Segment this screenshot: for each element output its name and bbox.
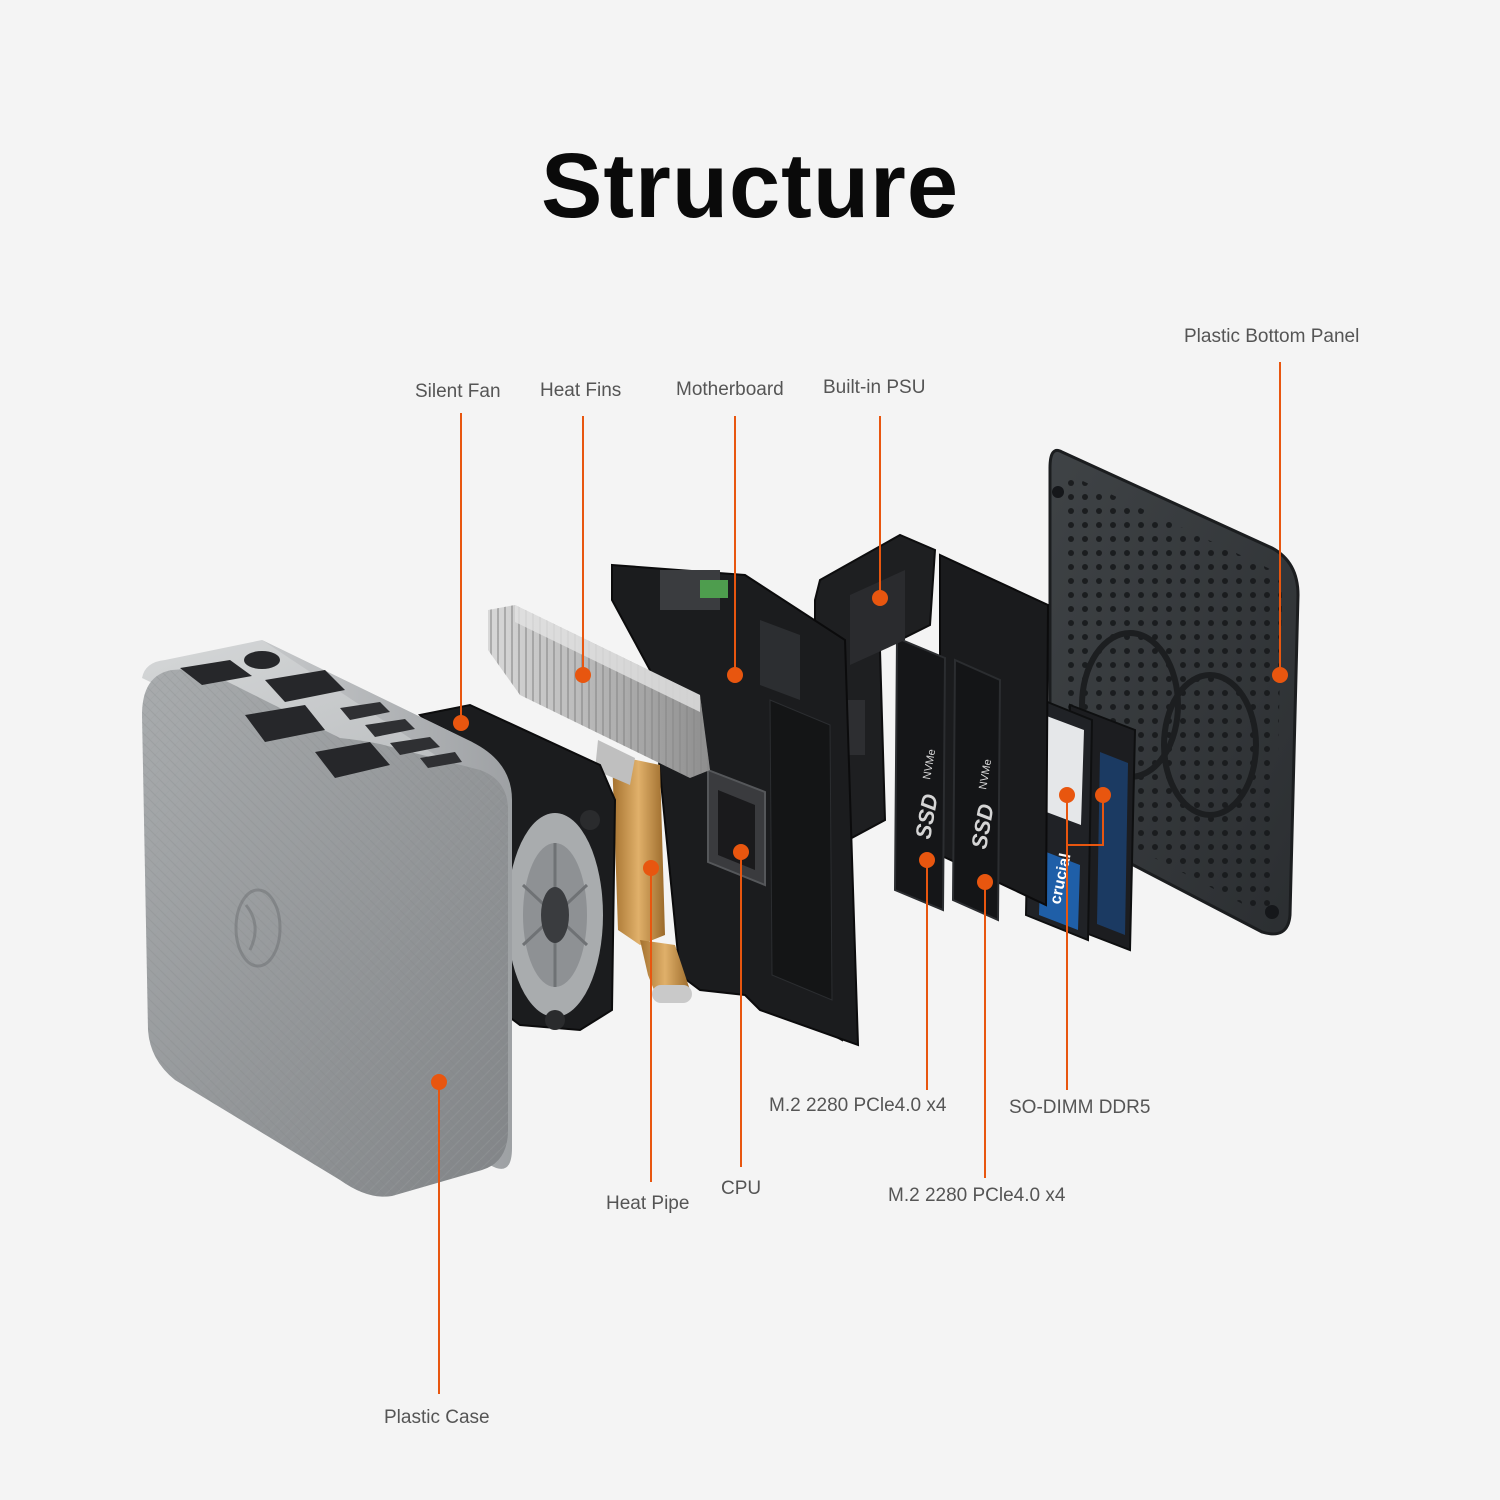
marker-dot-m2-slot-1 — [919, 852, 935, 868]
label-heat-pipe: Heat Pipe — [606, 1193, 690, 1214]
silent-fan — [417, 703, 617, 1032]
nvme-decal-2: NVMe — [977, 758, 994, 790]
label-silent-fan: Silent Fan — [415, 381, 501, 402]
marker-dot-motherboard — [727, 667, 743, 683]
marker-dot-heat-pipe — [643, 860, 659, 876]
leader-lines — [431, 362, 1288, 1394]
marker-dot-plastic-case — [431, 1074, 447, 1090]
label-m2-slot-1: M.2 2280 PCle4.0 x4 — [769, 1095, 947, 1116]
nvme-decal-1: NVMe — [921, 748, 938, 780]
label-built-in-psu: Built-in PSU — [823, 377, 926, 398]
label-plastic-case: Plastic Case — [384, 1407, 490, 1428]
label-so-dimm: SO-DIMM DDR5 — [1009, 1097, 1151, 1118]
marker-dot-heat-fins — [575, 667, 591, 683]
m2-ssd-2: SSD NVMe — [939, 553, 1050, 922]
page-title: Structure — [541, 135, 959, 237]
case-logo-icon — [234, 888, 282, 968]
marker-dot-cpu — [733, 844, 749, 860]
marker-dot-so-dimm — [1095, 787, 1111, 803]
leader-line-so-dimm — [1066, 795, 1104, 1090]
heat-fins — [488, 605, 710, 785]
plastic-case — [142, 640, 512, 1197]
label-plastic-bottom-panel: Plastic Bottom Panel — [1184, 326, 1360, 347]
m2-ssd-1: SSD NVMe — [893, 636, 947, 912]
marker-dot-m2-slot-2 — [977, 874, 993, 890]
label-m2-slot-2: M.2 2280 PCle4.0 x4 — [888, 1185, 1066, 1206]
label-motherboard: Motherboard — [676, 379, 784, 400]
marker-dot-bottom-panel — [1272, 667, 1288, 683]
marker-dot-built-in-psu — [872, 590, 888, 606]
marker-dot-silent-fan — [453, 715, 469, 731]
label-heat-fins: Heat Fins — [540, 380, 622, 401]
label-cpu: CPU — [721, 1178, 762, 1199]
